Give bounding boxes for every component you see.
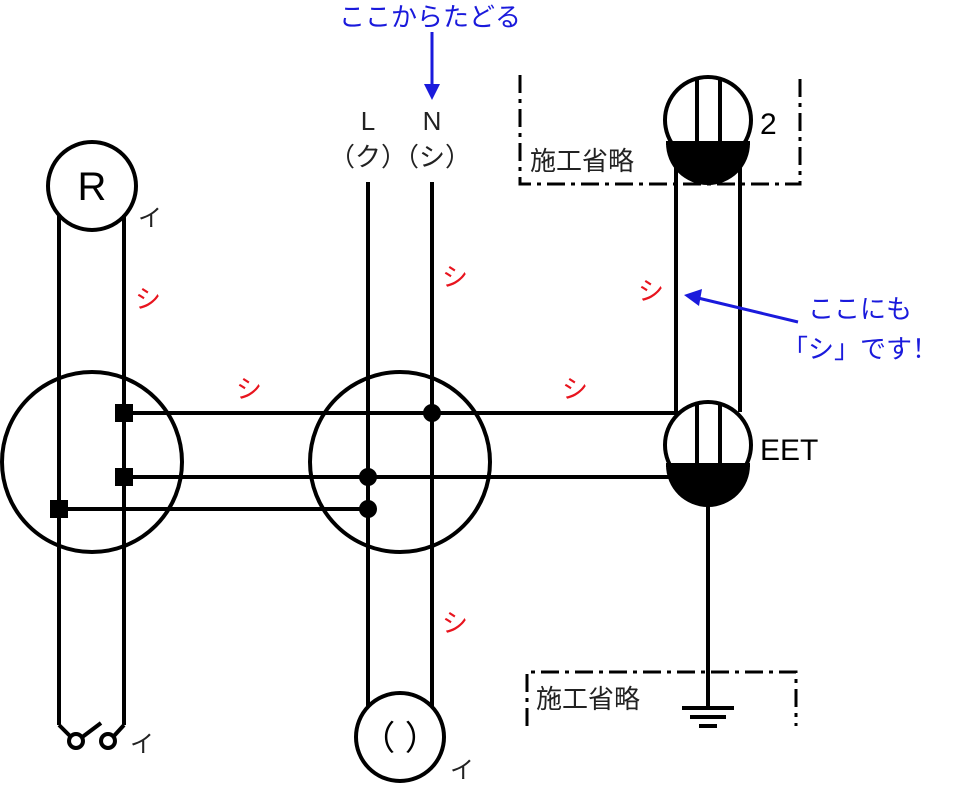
note-label-line1: ここにも	[808, 295, 912, 325]
wire-color-label: シ	[135, 285, 161, 315]
junction-box-center	[308, 370, 492, 554]
connection-dot	[423, 404, 441, 422]
lamp-r-label: R	[78, 165, 107, 209]
arrow-down-icon	[424, 32, 440, 100]
note-label-line2: 「シ」です！	[782, 335, 938, 365]
trace-start-label: ここからたどる	[339, 3, 521, 33]
source-l-color: （ク）	[329, 143, 407, 173]
source-n-label: N	[423, 106, 442, 136]
ground-icon	[682, 706, 734, 728]
wire-color-label: シ	[638, 277, 664, 307]
outlet-top-symbol	[663, 75, 753, 185]
wire-color-label: シ	[236, 375, 262, 405]
switch-symbol	[57, 721, 126, 750]
wire-color-label: シ	[442, 609, 468, 639]
outlet-tag: イ	[450, 756, 474, 784]
outlet-symbol-label: （ ）	[361, 720, 438, 758]
omitted-label-top: 施工省略	[530, 147, 634, 177]
connection-dot	[359, 500, 377, 518]
outlet-bottom-symbol	[354, 691, 446, 783]
omitted-box-top	[518, 75, 802, 186]
arrow-left-icon	[684, 289, 799, 324]
outlet-count-label: 2	[760, 108, 777, 141]
outlet-eet-label: EET	[760, 434, 818, 467]
terminal-square	[115, 468, 133, 486]
source-l-label: L	[361, 106, 375, 136]
terminal-square	[115, 404, 133, 422]
junction-box-left	[0, 370, 184, 554]
connection-dot	[359, 468, 377, 486]
wire-color-label: シ	[442, 263, 468, 293]
source-n-color: （シ）	[393, 143, 471, 173]
terminal-square	[50, 500, 68, 518]
switch-tag: イ	[130, 730, 154, 758]
outlet-eet-symbol	[663, 400, 753, 507]
omitted-label-bottom: 施工省略	[536, 685, 640, 715]
omitted-box-bottom	[525, 670, 798, 726]
wire-color-label: シ	[562, 375, 588, 405]
lamp-r-tag: イ	[138, 204, 162, 232]
lamp-r-symbol	[46, 140, 138, 232]
